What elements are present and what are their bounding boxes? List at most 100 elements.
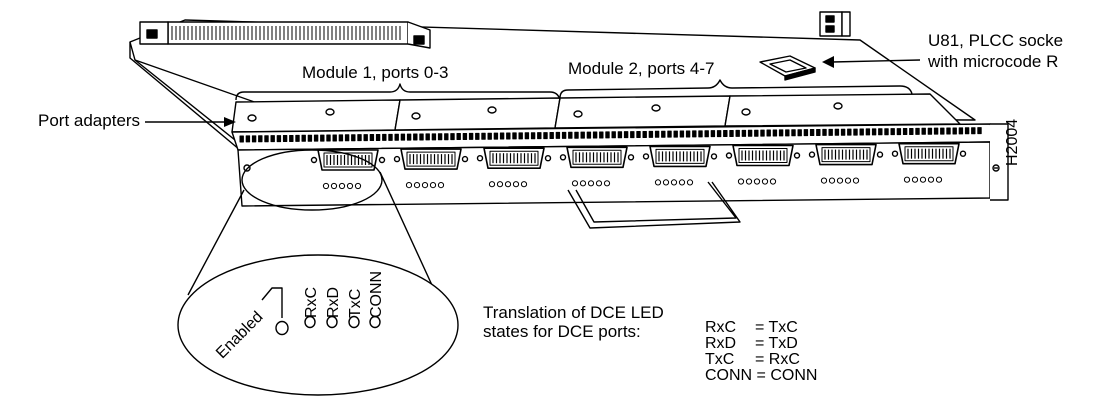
translation-key: RxD <box>705 336 755 352</box>
arrow-to-port-adapters <box>145 117 236 127</box>
translation-title-2: states for DCE ports: <box>483 322 641 341</box>
vent-slot <box>624 132 627 138</box>
vent-slot <box>569 132 572 138</box>
vent-slot <box>345 135 348 141</box>
led-indicator <box>845 178 850 183</box>
inset-led-label-txc: TxC <box>347 289 364 318</box>
vent-slot <box>866 129 869 135</box>
vent-slot <box>804 130 807 136</box>
port-connector <box>893 144 966 164</box>
vent-slot <box>383 134 386 140</box>
led-indicator <box>596 181 601 186</box>
vent-slot <box>947 128 950 134</box>
led-indicator <box>588 181 593 186</box>
vent-slot <box>928 128 931 134</box>
vent-slot <box>941 128 944 134</box>
translation-row: TxC = RxC <box>705 352 817 368</box>
led-indicator <box>663 180 668 185</box>
vent-slot <box>724 131 727 137</box>
vent-slot <box>643 131 646 137</box>
inset-led-label-rxd: RxD <box>325 287 342 318</box>
led-indicator <box>406 183 411 188</box>
vent-slot <box>680 131 683 137</box>
translation-value: = TxC <box>755 320 798 336</box>
vent-slot <box>705 131 708 137</box>
vent-slot <box>389 134 392 140</box>
vent-slot <box>885 129 888 135</box>
vent-slot <box>841 129 844 135</box>
vent-slot <box>252 136 255 142</box>
led-indicator <box>920 177 925 182</box>
vent-slot <box>463 133 466 139</box>
vent-slot <box>469 133 472 139</box>
led-indicator <box>331 183 336 188</box>
vent-slot <box>953 128 956 134</box>
vent-slot <box>730 130 733 136</box>
vent-slot <box>500 133 503 139</box>
vent-slot <box>457 134 460 140</box>
vent-slot <box>302 135 305 141</box>
vent-slot <box>835 129 838 135</box>
vent-slot <box>531 133 534 139</box>
vent-slot <box>575 132 578 138</box>
led-indicator <box>339 183 344 188</box>
vent-slot <box>339 135 342 141</box>
vent-slot <box>891 129 894 135</box>
led-indicator <box>762 179 767 184</box>
led-indicator <box>422 183 427 188</box>
port-connector <box>478 148 551 168</box>
port-connector <box>727 146 800 166</box>
led-indicator <box>837 178 842 183</box>
led-indicator <box>829 178 834 183</box>
vent-slot <box>916 128 919 134</box>
led-indicator <box>912 177 917 182</box>
vent-slot <box>581 132 584 138</box>
vent-slot <box>395 134 398 140</box>
vent-slot <box>265 136 268 142</box>
vent-slot <box>513 133 516 139</box>
vent-slot <box>482 133 485 139</box>
vent-slot <box>872 129 875 135</box>
port-connector <box>561 147 634 167</box>
vent-slot <box>445 134 448 140</box>
vent-slot <box>686 131 689 137</box>
led-indicator <box>430 183 435 188</box>
vent-slot <box>910 128 913 134</box>
vent-slot <box>829 129 832 135</box>
translation-title-1: Translation of DCE LED <box>483 303 664 322</box>
module2-label: Module 2, ports 4-7 <box>568 59 714 78</box>
rear-connector <box>140 22 430 48</box>
vent-slot <box>606 132 609 138</box>
vent-slot <box>488 133 491 139</box>
vent-slot <box>860 129 863 135</box>
vent-slot <box>240 136 243 142</box>
vent-slot <box>655 131 658 137</box>
vent-slot <box>321 135 324 141</box>
vent-slot <box>370 135 373 141</box>
vent-slot <box>711 131 714 137</box>
status-led <box>305 317 315 328</box>
vent-slot <box>786 130 789 136</box>
vent-slot <box>556 132 559 138</box>
vent-slot <box>562 132 565 138</box>
vent-slot <box>742 130 745 136</box>
led-indicator <box>738 179 743 184</box>
vent-slot <box>259 136 262 142</box>
vent-slot <box>761 130 764 136</box>
vent-slot <box>848 129 851 135</box>
vent-slot <box>662 131 665 137</box>
port-adapters-label: Port adapters <box>38 111 140 130</box>
vent-slot <box>438 134 441 140</box>
vent-slot <box>290 135 293 141</box>
led-indicator <box>687 180 692 185</box>
translation-value: = RxC <box>755 352 800 368</box>
vent-slot <box>432 134 435 140</box>
vent-slot <box>271 136 274 142</box>
led-indicator <box>853 178 858 183</box>
socket-label-line2: with microcode R <box>928 52 1058 71</box>
vent-slot <box>544 133 547 139</box>
vent-slot <box>296 135 299 141</box>
rear-post <box>820 12 850 36</box>
vent-slot <box>717 131 720 137</box>
vent-slot <box>959 128 962 134</box>
